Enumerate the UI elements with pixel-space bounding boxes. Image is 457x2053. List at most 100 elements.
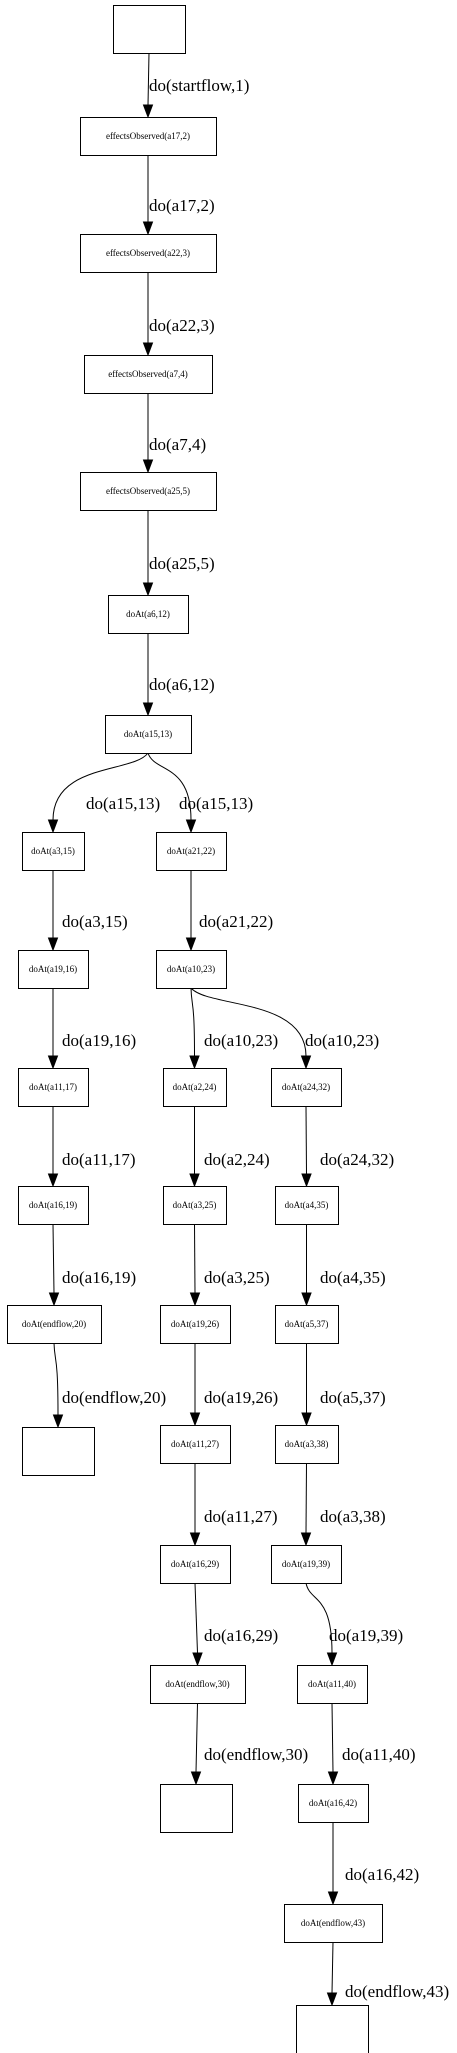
edge-start-n1: do(startflow,1) [142,52,249,119]
edge-l2-l3: do(a19,16) [47,988,136,1070]
edge-line [305,1462,307,1534]
node-m6: doAt(a16,29) [160,1545,231,1584]
edge-label: do(a21,22) [199,912,273,931]
node-label: doAt(a11,17) [29,1082,77,1092]
edge-n6-m0: do(a15,13) [147,752,253,834]
node-box [18,1068,89,1107]
arrowhead [189,1532,201,1547]
node-label: doAt(a3,25) [173,1200,217,1210]
node-l3: doAt(a11,17) [18,1068,89,1107]
edge-label: do(a5,37) [320,1388,386,1407]
edge-line [52,752,149,821]
node-l2: doAt(a19,16) [18,950,89,989]
node-n5: doAt(a6,12) [108,595,189,634]
arrowhead [142,702,154,717]
arrowhead [189,1292,201,1307]
edge-label: do(a3,25) [204,1268,270,1287]
node-lend [22,1427,95,1476]
edge-line [194,1582,198,1654]
edge-line [331,1702,334,1773]
node-box [156,950,227,989]
edge-label: do(a2,24) [204,1150,270,1169]
edge-label: do(a19,39) [329,1626,403,1645]
node-box [7,1305,102,1344]
arrowhead [47,1055,59,1070]
node-n1: effectsObserved(a17,2) [80,117,217,156]
arrowhead [142,459,154,474]
node-label: doAt(a2,24) [173,1082,217,1092]
arrowhead [185,819,197,834]
edge-label: do(startflow,1) [149,76,249,95]
edge-line [331,1941,334,1994]
edge-label: do(a24,32) [320,1150,394,1169]
edge-label: do(a15,13) [86,794,160,813]
edge-n6-l1: do(a15,13) [47,752,160,834]
node-box [156,832,227,871]
node-label: doAt(a16,19) [29,1200,77,1210]
edge-line [305,1582,333,1654]
arrowhead [52,1414,64,1429]
edge-n5-n6: do(a6,12) [142,633,215,717]
node-box [80,472,217,511]
edge-label: do(a11,17) [62,1150,136,1169]
edge-m1-r1: do(a10,23) [190,987,379,1070]
node-m0: doAt(a21,22) [156,832,227,871]
node-box [105,715,192,754]
edge-label: do(a6,12) [149,675,215,694]
arrowhead [326,1652,338,1667]
arrowhead [300,1532,312,1547]
edge-label: do(a3,38) [320,1507,386,1526]
edges: do(startflow,1)do(a17,2)do(a22,3)do(a7,4… [47,52,449,2007]
node-l1: doAt(a3,15) [22,832,85,871]
edge-label: do(endflow,20) [62,1388,166,1407]
node-box [160,1305,231,1344]
edge-line [305,1105,307,1175]
node-box [160,1545,231,1584]
edge-n1-n2: do(a17,2) [142,155,215,236]
arrowhead [327,1891,339,1906]
node-label: effectsObserved(a7,4) [108,369,188,379]
edge-label: do(endflow,30) [204,1745,308,1764]
edge-m0-m1: do(a21,22) [185,870,273,952]
arrowhead [189,1173,200,1188]
edge-m6-m7: do(a16,29) [192,1582,278,1667]
node-mend [160,1784,233,1833]
edge-r2-r3: do(a4,35) [301,1224,386,1307]
node-label: doAt(a16,42) [309,1798,357,1808]
arrowhead [142,221,154,236]
node-n2: effectsObserved(a22,3) [80,234,217,273]
node-m2: doAt(a2,24) [163,1068,227,1107]
edge-label: do(a15,13) [179,794,253,813]
node-box [18,950,89,989]
arrowhead [48,1292,60,1307]
arrowhead [142,342,154,357]
node-box [284,1904,383,1943]
node-box [22,1427,95,1476]
node-label: effectsObserved(a25,5) [106,486,190,496]
node-r5: doAt(a19,39) [271,1545,342,1584]
edge-label: do(endflow,43) [345,1982,449,2001]
node-box [163,1186,227,1225]
node-label: doAt(a3,15) [31,846,75,856]
edge-label: do(a10,23) [204,1031,278,1050]
node-r6: doAt(a11,40) [297,1665,368,1704]
node-n3: effectsObserved(a7,4) [84,355,213,394]
edge-m7-mend: do(endflow,30) [190,1702,308,1786]
arrowhead [47,937,59,952]
node-label: doAt(endflow,43) [301,1918,365,1928]
edge-l3-l4: do(a11,17) [47,1106,136,1188]
edge-r5-r6: do(a19,39) [305,1582,403,1667]
node-rend [296,2005,369,2053]
arrowhead [189,1055,200,1070]
edge-label: do(a3,15) [62,912,128,931]
node-box [275,1186,339,1225]
node-label: doAt(a6,12) [126,609,170,619]
arrowhead [326,1992,338,2007]
node-box [271,1545,342,1584]
arrowhead [189,1412,201,1427]
edge-r3-r4: do(a5,37) [301,1343,386,1427]
node-box [163,1068,227,1107]
arrowhead [192,1652,203,1667]
edge-r6-r7: do(a11,40) [327,1702,416,1786]
edge-label: do(a11,40) [342,1745,416,1764]
